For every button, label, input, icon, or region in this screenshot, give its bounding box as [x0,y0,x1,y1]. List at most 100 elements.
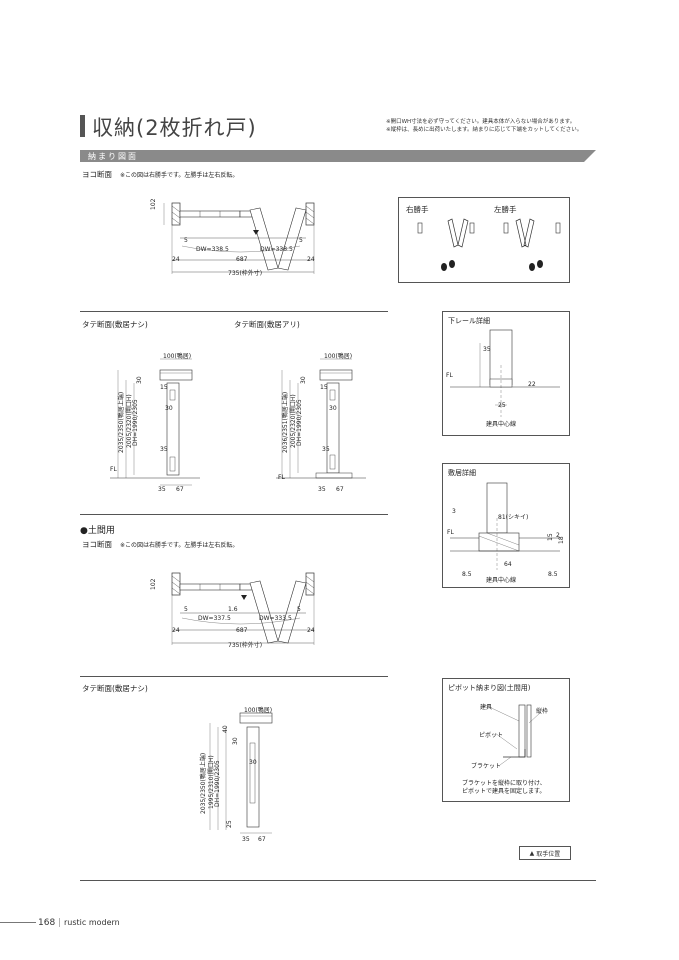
s2-d16: 1.6 [228,606,238,613]
s1-side-right: 24 [307,256,315,263]
tate2-d30: 30 [300,376,307,384]
s2-gap-right: 5 [297,606,301,613]
tate1-fl: FL [110,466,117,473]
sill-drawing [450,482,560,570]
sill-fl: FL [447,529,454,536]
s1-inner: 687 [236,256,248,263]
divider-2 [80,514,388,515]
tate1-d67: 67 [176,486,184,493]
divider-1 [80,311,388,312]
tate1-d35-top: 35 [160,446,168,453]
rail-drawing [450,329,560,417]
tate3-d30b: 30 [249,759,257,766]
s2-inner: 687 [236,627,248,634]
tate2-d35-top: 35 [322,446,330,453]
tate1-head: 100(鴨居) [163,353,192,360]
footer: 168 | rustic modern [38,918,120,928]
sill-d2: 2 [556,532,560,539]
sill-d85b: 8.5 [548,571,558,578]
hand-right-label: 右勝手 [406,205,429,214]
sill-d81: 81(シキイ) [498,514,529,521]
tate1-dim-2: DH=1990/2305 [132,399,139,446]
sill-d3: 3 [452,508,456,515]
tate2-drawing [276,358,366,479]
title-accent-bar [80,115,85,137]
tate3-d35: 35 [242,836,250,843]
tate1-d35: 35 [158,486,166,493]
legend-label: 取手位置 [536,850,561,858]
page-number: 168 [38,918,56,928]
s2-dw-left: DW=337.5 [198,615,231,622]
s1-dw-right: DW=338.5 [260,246,293,253]
sill-center: 建具中心線 [486,577,517,584]
tate1-drawing [110,358,200,486]
header-note-2: ※縦枠は、長めに出荷いたします。納まりに応じて下端をカットしてください。 [386,127,583,133]
rail-d25: 25 [498,402,506,409]
tate2-fl: FL [278,474,285,481]
rail-center: 建具中心線 [486,421,517,428]
s2-overall: 735(枠外寸) [228,642,263,649]
tate2-title: タテ断面(敷居アリ) [234,320,300,329]
tate1-d15: 15 [160,384,168,391]
pivot-caption-2: ピボットで建具を固定します。 [462,788,546,795]
pivot-bracket: ブラケット [471,763,502,770]
s1-gap-right: 5 [299,237,303,244]
s2-depth: 102 [150,578,157,590]
pivot-tategu: 建具 [480,704,493,711]
section-band [80,150,596,162]
handle-position-legend: ▲ 取手位置 [519,846,571,860]
tate2-dim-2: DH=1990/2305 [296,399,303,446]
plan-drawing-1 [163,202,315,274]
s1-side-left: 24 [172,256,180,263]
tate3-d25: 25 [226,820,233,828]
tate2-d35: 35 [318,486,326,493]
s2-side-right: 24 [307,627,315,634]
tate2-head: 100(鴨居) [324,353,353,360]
tate3-drawing [209,712,273,834]
hand-drawing [417,218,561,271]
tate1-d30: 30 [136,376,143,384]
pivot-tatewaku: 縦枠 [536,708,549,715]
s1-overall: 735(枠外寸) [228,270,263,277]
footer-line [0,922,36,923]
triangle-icon: ▲ [529,849,535,857]
s2-gap-left: 5 [184,606,188,613]
pivot-title: ピボット納まり図(土間用) [448,684,531,692]
s1-gap-left: 5 [184,237,188,244]
s1-depth: 102 [150,198,157,210]
tate3-dim-2: DH=1990/2305 [214,760,221,807]
plan-drawing-2 [171,572,315,645]
tate3-d40: 40 [222,725,229,733]
section1-note: ※この図は右勝手です。左勝手は左右反転。 [120,172,239,179]
pivot-box [442,678,570,802]
tate3-d30: 30 [232,737,239,745]
pivot-drawing [484,704,541,766]
header-note-1: ※開口WH寸法を必ず守ってください。建具本体が入らない場合があります。 [386,119,576,125]
rail-title: 下レール詳細 [448,317,490,325]
sill-d64: 64 [504,561,512,568]
footer-separator: | [58,918,62,928]
tate1-d30b: 30 [165,405,173,412]
hand-left-label: 左勝手 [494,205,517,214]
tate2-d67: 67 [336,486,344,493]
tate3-title: タテ断面(敷居ナシ) [82,684,148,693]
sill-title: 敷居詳細 [448,469,476,477]
section1-title: ヨコ断面 [82,170,112,179]
tate2-d30b: 30 [329,405,337,412]
s2-side-left: 24 [172,627,180,634]
divider-3 [80,676,388,677]
series-name: rustic modern [63,918,120,927]
hand-box [398,197,570,283]
tate1-title: タテ断面(敷居ナシ) [82,320,148,329]
pivot-pivot: ピボット [479,732,504,739]
rail-fl: FL [446,372,453,379]
divider-bottom [80,880,596,881]
tate2-d15: 15 [320,384,328,391]
section-band-label: 納まり図面 [88,152,138,161]
s1-dw-left: DW=338.5 [196,246,229,253]
sill-d15: 15 [547,533,554,541]
tate3-head: 100(鴨居) [244,707,273,714]
pivot-caption-1: ブラケットを縦枠に取り付け、 [462,780,546,787]
sill-d85a: 8.5 [462,571,472,578]
page-title: 収納(2枚折れ戸) [92,116,257,140]
